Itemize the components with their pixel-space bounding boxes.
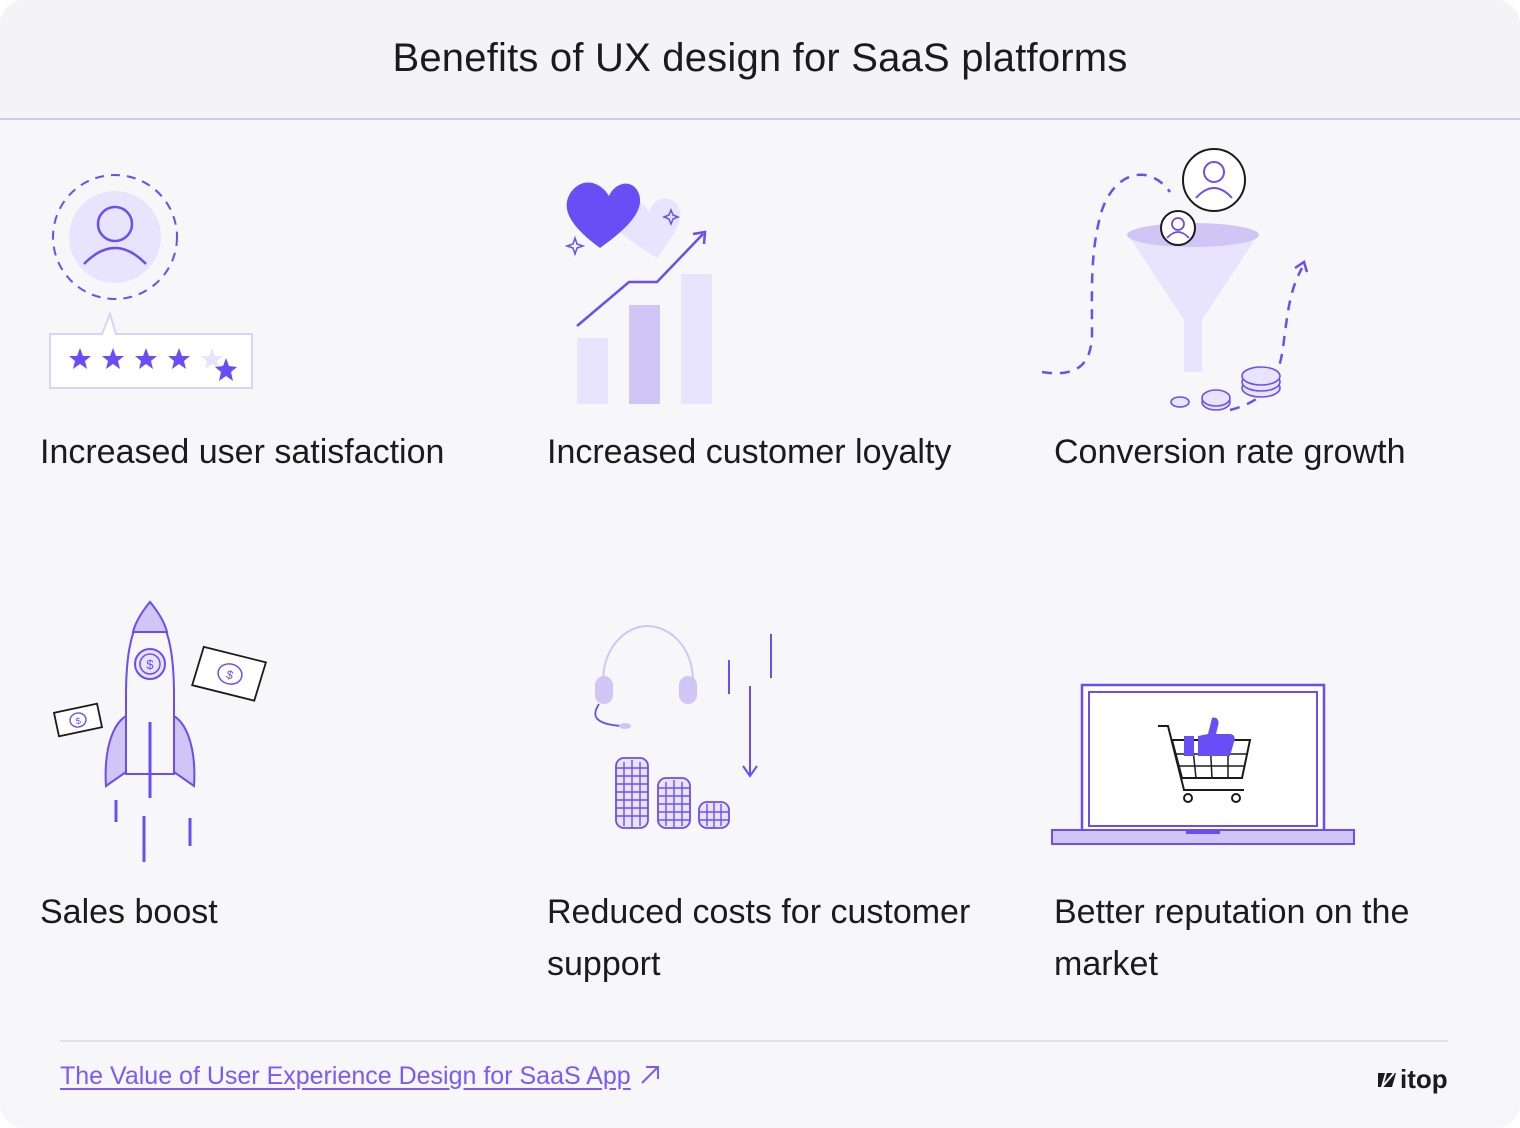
brand-logo: itop bbox=[1376, 1064, 1448, 1095]
headset-coins-icon bbox=[594, 624, 772, 829]
benefit-sales-boost: $ $ $ Sales boost bbox=[40, 596, 500, 996]
logo-mark-icon bbox=[1376, 1064, 1400, 1094]
funnel-conversion-icon bbox=[1041, 148, 1309, 412]
benefit-better-reputation: Better reputation on the market bbox=[1040, 680, 1500, 996]
arrow-up-right-icon bbox=[639, 1064, 661, 1093]
laptop-cart-icon bbox=[1051, 683, 1355, 845]
heart-growth-chart-icon bbox=[564, 182, 712, 404]
header: Benefits of UX design for SaaS platforms bbox=[0, 0, 1520, 120]
benefit-label: Increased user satisfaction bbox=[40, 433, 445, 471]
benefit-label: Sales boost bbox=[40, 893, 218, 931]
article-link-text: The Value of User Experience Design for … bbox=[60, 1062, 631, 1090]
benefit-label: Better reputation on the market bbox=[1054, 893, 1410, 983]
benefit-label: Increased customer loyalty bbox=[547, 433, 952, 471]
benefit-conversion-rate: Conversion rate growth bbox=[1040, 140, 1500, 540]
footer-divider bbox=[60, 1040, 1448, 1042]
logo-text: itop bbox=[1400, 1064, 1448, 1094]
benefit-customer-loyalty: Increased customer loyalty bbox=[547, 160, 1007, 540]
benefit-reduced-support-costs: Reduced costs for customer support bbox=[547, 620, 1007, 996]
benefit-label: Conversion rate growth bbox=[1054, 433, 1406, 471]
benefit-user-satisfaction: Increased user satisfaction bbox=[40, 160, 500, 540]
rocket-money-icon: $ $ $ bbox=[52, 600, 268, 862]
svg-text:$: $ bbox=[75, 716, 82, 727]
article-link[interactable]: The Value of User Experience Design for … bbox=[60, 1062, 661, 1093]
svg-text:$: $ bbox=[225, 667, 235, 682]
user-rating-icon bbox=[49, 174, 253, 389]
page-title: Benefits of UX design for SaaS platforms bbox=[392, 36, 1128, 80]
benefit-label: Reduced costs for customer support bbox=[547, 893, 971, 983]
svg-text:$: $ bbox=[146, 657, 154, 672]
